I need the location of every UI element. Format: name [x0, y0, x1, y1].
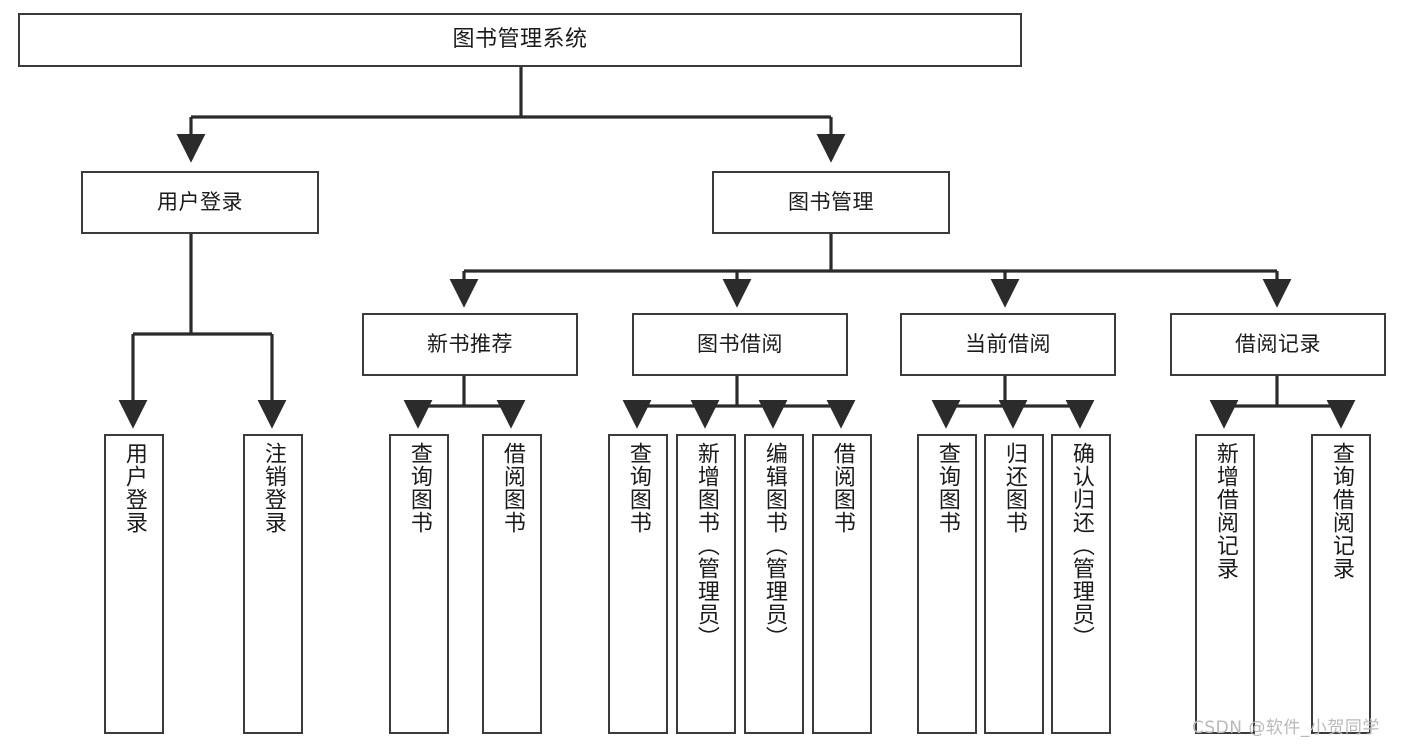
node-label: 编辑图书（管理员）: [761, 442, 787, 649]
node-label: 借阅图书: [829, 442, 855, 534]
leaf-query-record[interactable]: 查询借阅记录: [1311, 434, 1371, 734]
leaf-edit-book[interactable]: 编辑图书（管理员）: [744, 434, 804, 734]
node-current-borrow[interactable]: 当前借阅: [900, 313, 1116, 376]
node-label: 图书借阅: [697, 332, 783, 357]
leaf-borrow-book-2[interactable]: 借阅图书: [812, 434, 872, 734]
leaf-add-record[interactable]: 新增借阅记录: [1195, 434, 1255, 734]
node-label: 查询借阅记录: [1328, 442, 1354, 580]
leaf-borrow-book-1[interactable]: 借阅图书: [482, 434, 542, 734]
node-label: 当前借阅: [965, 332, 1051, 357]
node-label: 图书管理系统: [452, 26, 588, 52]
node-label: 图书管理: [788, 190, 874, 215]
node-label: 新增图书（管理员）: [693, 442, 719, 649]
node-root-system[interactable]: 图书管理系统: [18, 13, 1022, 67]
node-book-management[interactable]: 图书管理: [712, 171, 950, 234]
leaf-user-login[interactable]: 用户登录: [104, 434, 164, 734]
node-label: 归还图书: [1001, 442, 1027, 534]
node-label: 用户登录: [121, 442, 147, 534]
node-book-borrow[interactable]: 图书借阅: [632, 313, 848, 376]
node-label: 查询图书: [934, 442, 960, 534]
leaf-confirm-return[interactable]: 确认归还（管理员）: [1051, 434, 1111, 734]
leaf-add-book[interactable]: 新增图书（管理员）: [676, 434, 736, 734]
node-label: 借阅图书: [499, 442, 525, 534]
node-user-login[interactable]: 用户登录: [81, 171, 319, 234]
node-new-book-recommend[interactable]: 新书推荐: [362, 313, 578, 376]
node-label: 查询图书: [625, 442, 651, 534]
leaf-query-book-1[interactable]: 查询图书: [389, 434, 449, 734]
node-label: 借阅记录: [1235, 332, 1321, 357]
node-label: 确认归还（管理员）: [1068, 442, 1094, 649]
node-label: 注销登录: [260, 442, 286, 534]
leaf-logout[interactable]: 注销登录: [243, 434, 303, 734]
leaf-query-book-3[interactable]: 查询图书: [917, 434, 977, 734]
leaf-query-book-2[interactable]: 查询图书: [608, 434, 668, 734]
node-label: 用户登录: [157, 190, 243, 215]
leaf-return-book[interactable]: 归还图书: [984, 434, 1044, 734]
node-borrow-record[interactable]: 借阅记录: [1170, 313, 1386, 376]
node-label: 新增借阅记录: [1212, 442, 1238, 580]
node-label: 查询图书: [406, 442, 432, 534]
node-label: 新书推荐: [427, 332, 513, 357]
csdn-watermark: CSDN @软件_小贺同学: [1192, 718, 1380, 738]
